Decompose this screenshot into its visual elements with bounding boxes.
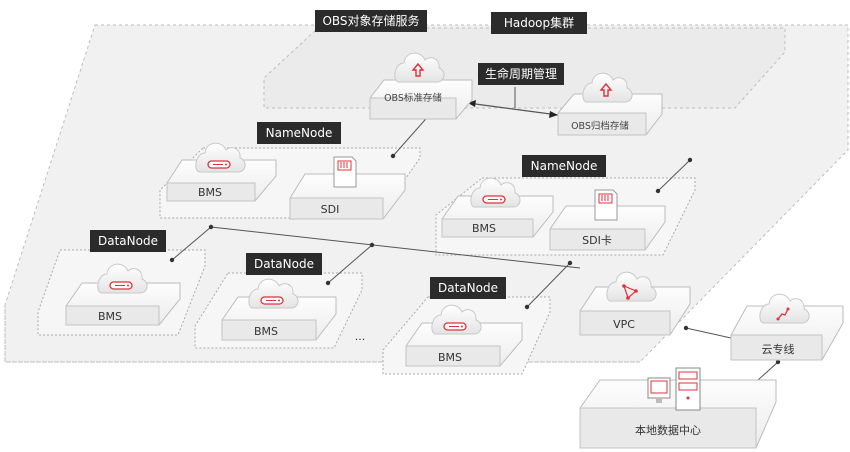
sd-card-icon — [594, 189, 618, 221]
sdi-label: SDI — [321, 203, 340, 216]
svg-text:NameNode: NameNode — [266, 126, 333, 140]
svg-text:Hadoop集群: Hadoop集群 — [504, 15, 574, 30]
namenode-left-sdi: SDI — [289, 156, 406, 220]
datanode-3-bms: BMS — [405, 304, 523, 367]
cloud-server-icon — [97, 263, 148, 294]
datacenter-node: 本地数据中心 — [579, 367, 777, 449]
cloud-link-icon — [759, 293, 810, 324]
obs-archive-label: OBS归档存储 — [571, 120, 629, 132]
sdi-card-label: SDI卡 — [582, 234, 612, 247]
namenode-right-bms: BMS — [441, 177, 554, 238]
bms-label: BMS — [472, 222, 496, 235]
sd-card-icon — [333, 156, 357, 188]
cloud-server-icon — [431, 304, 482, 335]
cloud-server-icon — [195, 142, 246, 173]
svg-text:生命周期管理: 生命周期管理 — [485, 66, 557, 81]
cloud-upload-icon — [582, 72, 633, 103]
svg-text:OBS对象存储服务: OBS对象存储服务 — [322, 13, 419, 28]
svg-text:DataNode: DataNode — [254, 257, 314, 271]
cloud-upload-icon — [394, 52, 445, 83]
datanode-2-bms: BMS — [221, 278, 337, 341]
bms-label: BMS — [254, 325, 278, 338]
tag-hadoop-cluster: Hadoop集群 — [491, 12, 587, 34]
tag-namenode-right: NameNode — [522, 155, 606, 177]
obs-standard-node: OBS标准存储 — [369, 52, 473, 120]
tag-datanode-2: DataNode — [246, 253, 322, 275]
bms-label: BMS — [438, 351, 462, 364]
datanode-1-bms: BMS — [65, 263, 181, 326]
cloud-network-icon — [606, 271, 657, 302]
bms-label: BMS — [98, 310, 122, 323]
direct-connect-label: 云专线 — [762, 342, 795, 356]
svg-text:DataNode: DataNode — [438, 281, 498, 295]
tag-datanode-3: DataNode — [430, 277, 506, 299]
vpc-node: VPC — [579, 271, 691, 336]
obs-standard-label: OBS标准存储 — [384, 92, 442, 104]
cloud-server-icon — [470, 177, 521, 208]
svg-text:NameNode: NameNode — [531, 159, 598, 173]
lifecycle-arrowheads — [468, 100, 558, 118]
bms-label: BMS — [198, 186, 222, 199]
direct-connect-node: 云专线 — [730, 293, 844, 361]
datacenter-label: 本地数据中心 — [635, 423, 701, 437]
cloud-server-icon — [248, 278, 299, 309]
namenode-left-bms: BMS — [166, 142, 277, 202]
vpc-label: VPC — [613, 318, 635, 331]
tag-obs-service: OBS对象存储服务 — [315, 10, 427, 32]
svg-text:DataNode: DataNode — [98, 234, 158, 248]
tag-namenode-left: NameNode — [257, 122, 341, 144]
datacenter-icon — [647, 367, 701, 411]
ellipsis: ... — [355, 330, 366, 343]
tag-datanode-1: DataNode — [90, 230, 166, 252]
obs-archive-node: OBS归档存储 — [557, 72, 663, 136]
namenode-right-sdi: SDI卡 — [549, 189, 666, 251]
tag-lifecycle: 生命周期管理 — [478, 63, 564, 85]
